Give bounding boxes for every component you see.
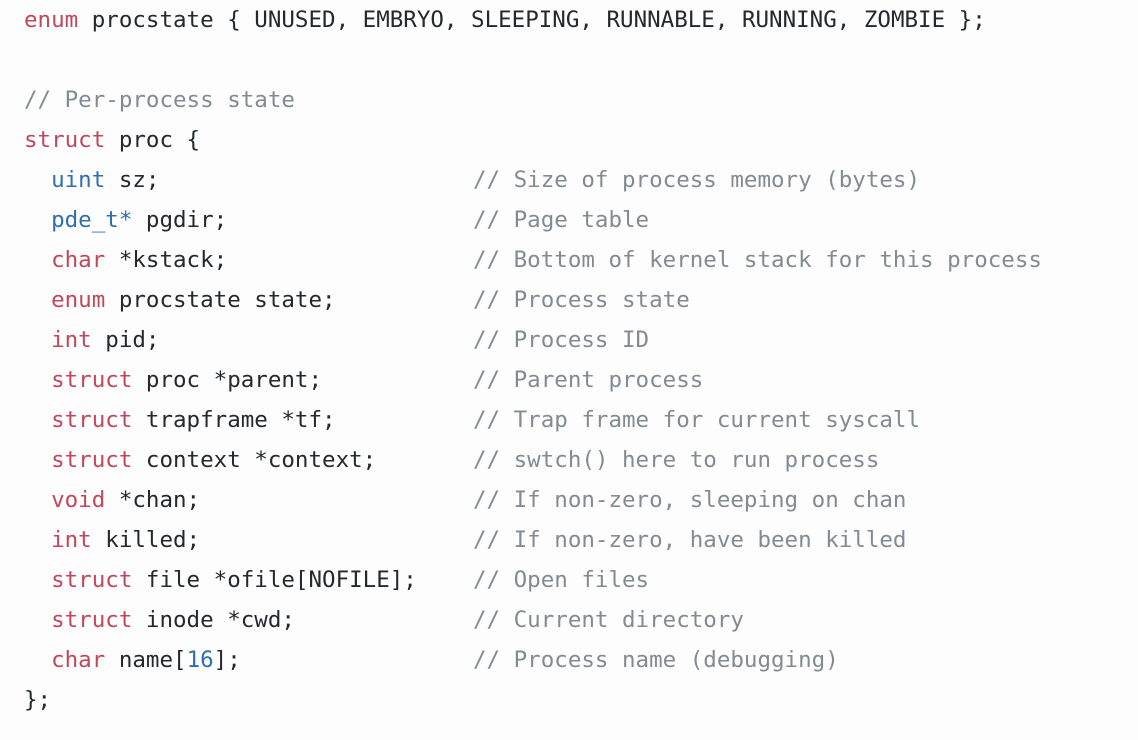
code-line: enum procstate state; // Process state [0,280,1138,320]
indent-token [24,167,51,193]
code-line [0,40,1138,80]
identifier-token: *chan; [105,487,201,513]
number-literal-token: 16 [186,647,214,673]
identifier-token: sz; [105,167,160,193]
identifier-token: pid; [91,327,160,353]
identifier-token: pgdir; [132,207,228,233]
code-line: void *chan; // If non-zero, sleeping on c… [0,480,1138,520]
indent-token [24,607,51,633]
indent-token [24,447,51,473]
identifier-token: name[ [105,647,187,673]
trailing-comment: // Process ID [473,327,650,353]
trailing-comment: // Open files [473,567,650,593]
keyword-token: void [51,487,106,513]
trailing-comment: // Trap frame for current syscall [473,407,921,433]
indent-token [24,247,51,273]
indent-token [24,647,51,673]
keyword-token: struct [51,567,133,593]
code-line: struct file *ofile[NOFILE]; // Open files [0,560,1138,600]
keyword-token: struct [51,447,133,473]
trailing-comment: // Page table [473,207,650,233]
identifier-token: procstate state; [105,287,336,313]
identifier-token: procstate { UNUSED, EMBRYO, SLEEPING, RU… [78,7,986,33]
keyword-token: struct [51,607,133,633]
keyword-token: enum [24,7,79,33]
keyword-token: enum [51,287,106,313]
identifier-token: inode *cwd; [132,607,295,633]
code-line: struct proc *parent; // Parent process [0,360,1138,400]
trailing-comment: // Current directory [473,607,744,633]
keyword-token: struct [24,127,106,153]
identifier-token: trapframe *tf; [132,407,336,433]
identifier-token: file *ofile[NOFILE]; [132,567,417,593]
code-line: pde_t* pgdir; // Page table [0,200,1138,240]
keyword-token: int [51,327,92,353]
identifier-token: }; [24,687,52,713]
keyword-token: char [51,247,106,273]
code-line: // Per-process state [0,80,1138,120]
identifier-token: context *context; [132,447,377,473]
trailing-comment: // Process state [473,287,690,313]
trailing-comment: // If non-zero, have been killed [473,527,907,553]
code-line: struct trapframe *tf; // Trap frame for c… [0,400,1138,440]
trailing-comment: // Size of process memory (bytes) [473,167,921,193]
type-token: uint [51,167,106,193]
code-line: struct proc { [0,120,1138,160]
indent-token [24,327,51,353]
indent-token [24,207,51,233]
code-line: int pid; // Process ID [0,320,1138,360]
identifier-token: *kstack; [105,247,228,273]
identifier-token: proc *parent; [132,367,323,393]
keyword-token: struct [51,407,133,433]
indent-token [24,407,51,433]
code-line: struct context *context; // swtch() here … [0,440,1138,480]
keyword-token: char [51,647,106,673]
identifier-token: ]; [213,647,241,673]
code-line: struct inode *cwd; // Current directory [0,600,1138,640]
type-token: pde_t* [51,207,133,233]
indent-token [24,367,51,393]
code-line: char name[16]; // Process name (debugging… [0,640,1138,680]
trailing-comment: // Bottom of kernel stack for this proce… [473,247,1042,273]
indent-token [24,567,51,593]
code-line: int killed; // If non-zero, have been kil… [0,520,1138,560]
identifier-token: killed; [91,527,201,553]
keyword-token: int [51,527,92,553]
code-line: enum procstate { UNUSED, EMBRYO, SLEEPIN… [0,0,1138,40]
trailing-comment: // swtch() here to run process [473,447,880,473]
code-line: uint sz; // Size of process memory (bytes… [0,160,1138,200]
trailing-comment: // Process name (debugging) [473,647,839,673]
identifier-token: proc { [105,127,201,153]
indent-token [24,287,51,313]
indent-token [24,487,51,513]
keyword-token: struct [51,367,133,393]
comment-token: // Per-process state [24,87,295,113]
code-line: }; [0,680,1138,720]
trailing-comment: // Parent process [473,367,704,393]
trailing-comment: // If non-zero, sleeping on chan [473,487,907,513]
indent-token [24,527,51,553]
code-line: char *kstack; // Bottom of kernel stack f… [0,240,1138,280]
